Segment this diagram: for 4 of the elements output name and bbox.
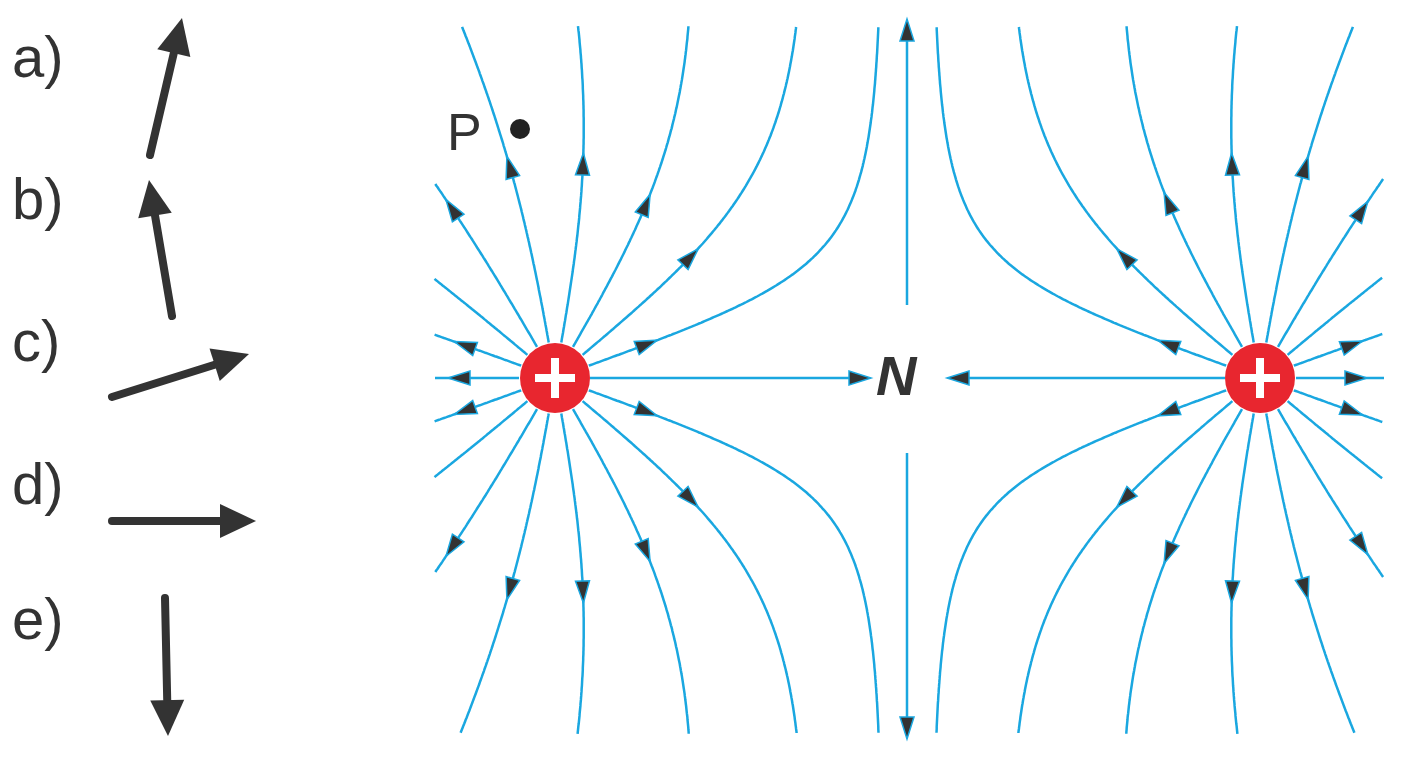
positive-charge (519, 342, 591, 414)
point-label: P (447, 106, 482, 158)
positive-charge (1224, 342, 1296, 414)
point-label: N (876, 348, 917, 404)
